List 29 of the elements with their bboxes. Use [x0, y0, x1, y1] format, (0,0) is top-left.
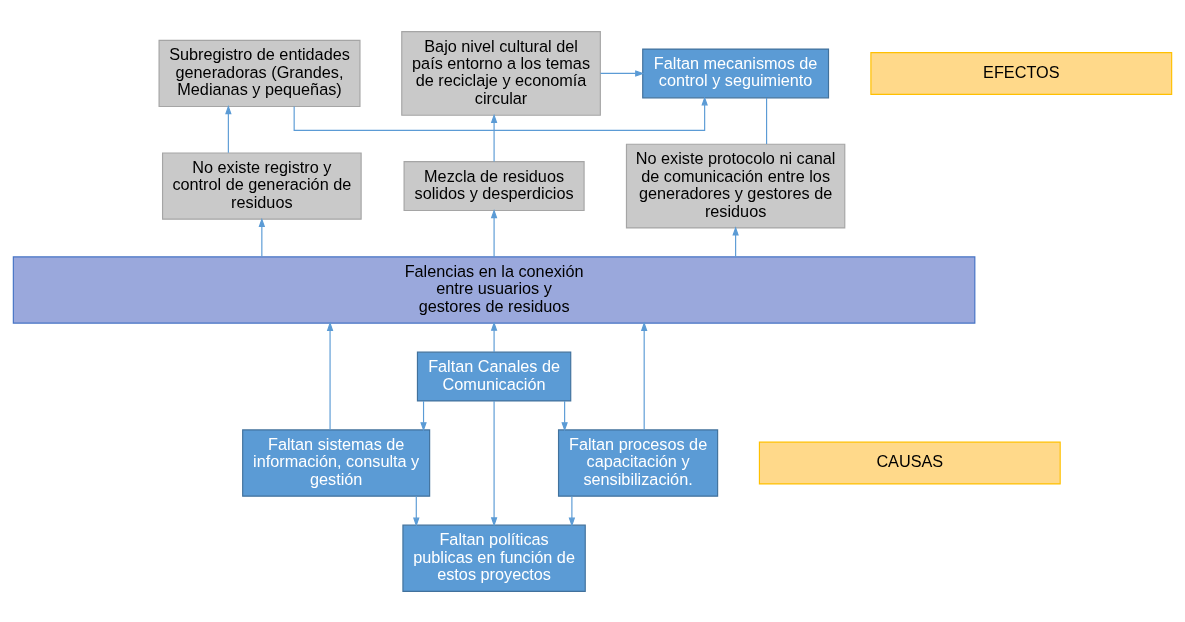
node-box: Faltan mecanismos de control y seguimiento [642, 48, 830, 98]
arrow [490, 113, 498, 162]
node-box: Faltan sistemas de información, consulta y gestión [242, 428, 431, 497]
node-box: EFECTOS [870, 51, 1173, 95]
node-box: Falencias en la conexión entre usuarios y gestores de residuos [12, 255, 976, 324]
arrow [599, 69, 645, 77]
arrow [568, 495, 576, 527]
node-box: No existe registro y control de generación de residuos [162, 151, 362, 220]
arrow [490, 208, 498, 257]
node-box: Subregistro de entidades generadoras (Grandes, Medianas y pequeñas) [158, 39, 361, 107]
arrow [225, 104, 232, 153]
arrow [258, 217, 266, 257]
node-box: Bajo nivel cultural del país entorno a los temas de reciclaje y economía circular [401, 30, 601, 116]
node-box: No existe protocolo ni canal de comunicación entre los generadores y gestores de residuos [625, 143, 846, 228]
arrow [561, 400, 568, 431]
arrow [293, 95, 708, 131]
connector [766, 96, 768, 145]
node-box: Faltan políticas publicas en función de estos proyectos [402, 524, 586, 592]
arrow [490, 399, 498, 527]
arrow [490, 320, 498, 352]
node-box: Faltan procesos de capacitación y sensibilización. [557, 428, 719, 497]
node-box: CAUSAS [758, 441, 1061, 484]
arrow [732, 225, 739, 257]
arrow [640, 321, 648, 430]
node-box: Faltan Canales de Comunicación [416, 351, 572, 401]
arrow [326, 321, 334, 430]
node-box: Mezcla de residuos solidos y desperdicios [403, 160, 585, 211]
arrow [420, 400, 427, 431]
arrow [413, 495, 420, 527]
